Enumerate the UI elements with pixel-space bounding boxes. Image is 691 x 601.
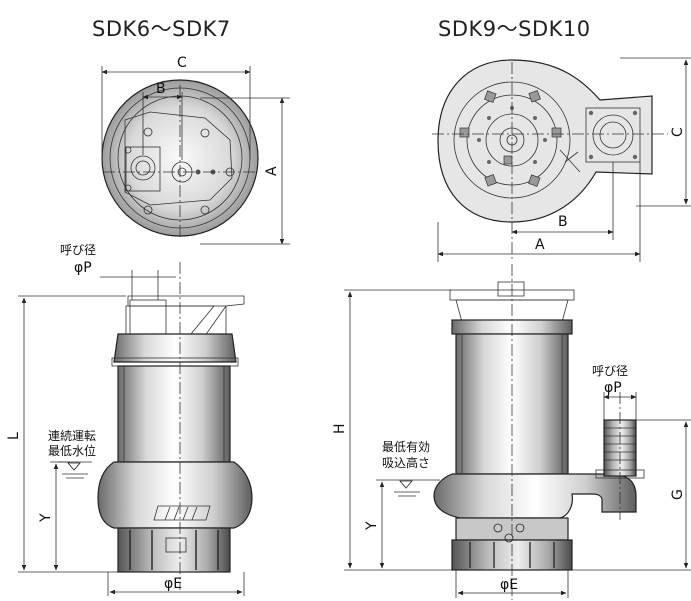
left-outlet-caption: 呼び径 — [60, 243, 96, 257]
right-dim-g: G — [670, 489, 686, 500]
right-dim-c: C — [670, 127, 686, 137]
right-dim-e: φE — [500, 577, 518, 593]
left-side-view: 呼び径 φP L — [6, 243, 253, 596]
right-top-view: C B A — [432, 57, 691, 262]
left-top-view: C B A — [101, 55, 290, 245]
left-dim-c: C — [177, 55, 187, 71]
right-dim-b: B — [558, 214, 568, 230]
left-dim-y: Y — [38, 513, 54, 523]
right-dim-y: Y — [364, 521, 380, 531]
left-dim-a: A — [264, 166, 280, 176]
left-dim-e: φE — [164, 576, 182, 592]
right-suction-line2: 吸込高さ — [382, 455, 430, 470]
left-water-level-line1: 連続運転 — [48, 429, 96, 443]
left-dim-l: L — [6, 432, 22, 440]
left-dim-b: B — [156, 81, 166, 97]
left-outlet-dim: φP — [74, 260, 92, 276]
right-dim-h: H — [332, 423, 348, 434]
right-dim-a: A — [535, 237, 545, 253]
right-outlet-caption: 呼び径 — [592, 364, 628, 378]
left-water-level-line2: 最低水位 — [48, 443, 96, 458]
right-suction-line1: 最低有効 — [382, 439, 430, 454]
title-right: SDK9～SDK10 — [438, 17, 591, 41]
right-outlet-dim: φP — [604, 380, 622, 396]
title-left: SDK6～SDK7 — [92, 17, 231, 41]
right-side-view: 呼び径 φP H Y 最低有効 吸込高さ G φE — [332, 264, 691, 600]
